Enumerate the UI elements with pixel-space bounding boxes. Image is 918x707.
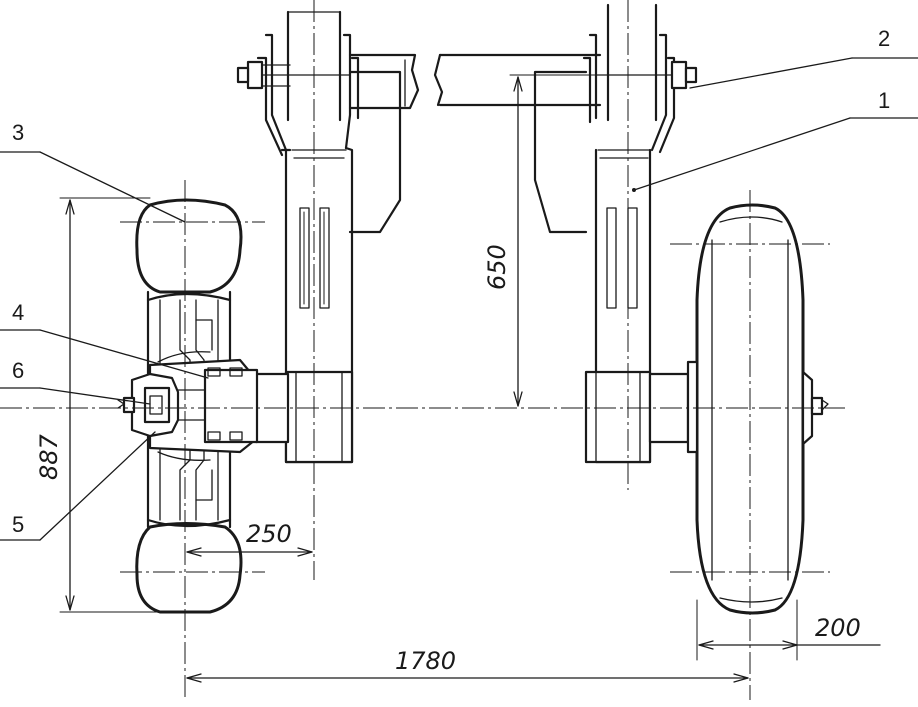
- dimension-887: 887: [35, 433, 63, 480]
- left-strut: [236, 10, 402, 464]
- center-lines: [0, 0, 845, 700]
- dimension-250: 250: [246, 520, 292, 548]
- cross-beam: [348, 53, 602, 110]
- dimension-200: 200: [815, 614, 861, 642]
- dimension-1780: 1780: [395, 647, 456, 675]
- right-wheel: [648, 203, 829, 615]
- callout-1: 1: [878, 88, 890, 113]
- callout-3: 3: [12, 120, 24, 145]
- dimension-650: 650: [483, 244, 511, 290]
- callout-5: 5: [12, 512, 24, 537]
- right-strut: [533, 3, 698, 464]
- leader-lines: [0, 57, 918, 541]
- dimension-lines: [59, 74, 881, 683]
- callout-6: 6: [12, 358, 24, 383]
- callout-4: 4: [12, 300, 24, 325]
- callout-2: 2: [878, 26, 890, 51]
